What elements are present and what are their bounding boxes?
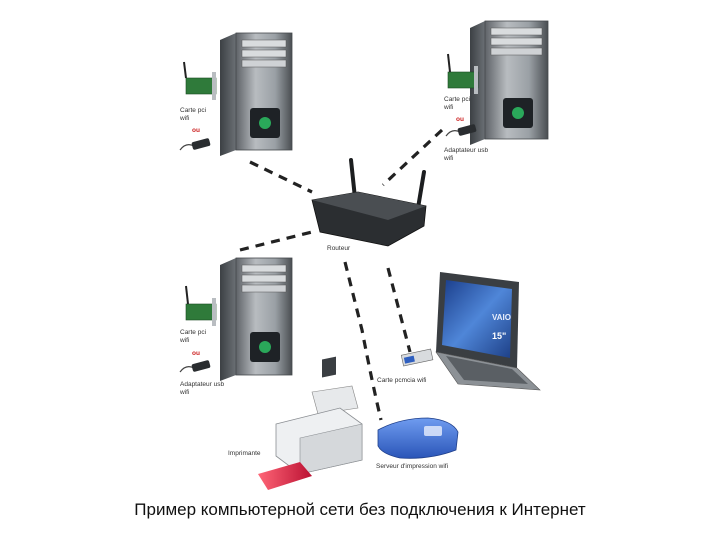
pci-card-label-2: wifi <box>443 104 453 111</box>
pci-bracket <box>474 66 478 94</box>
usb-adapter-label-2: wifi <box>443 155 453 162</box>
drive-bay <box>241 39 287 48</box>
tower-side <box>220 33 236 156</box>
router-label: Routeur <box>327 245 351 252</box>
wireless-links <box>239 128 444 421</box>
router-top <box>312 192 426 220</box>
figure-caption: Пример компьютерной сети без подключения… <box>134 500 586 519</box>
power-led <box>259 341 271 353</box>
pci-card-label: Carte pci <box>444 96 470 103</box>
usb-adapter <box>445 124 477 137</box>
usb-adapter <box>179 360 211 373</box>
laptop-keyboard <box>446 356 528 384</box>
antenna <box>185 285 189 305</box>
link-topright-router <box>381 128 444 187</box>
pci-card-label: Carte pci <box>180 329 206 336</box>
laptop-brand: VAIO <box>492 313 511 322</box>
laptop-screen <box>442 280 512 358</box>
power-led <box>512 107 524 119</box>
router: Routeur <box>311 158 427 252</box>
drive-bay <box>490 37 543 46</box>
pcmcia-card-label: Carte pcmcia wifi <box>377 377 426 384</box>
drive-bay <box>241 49 287 58</box>
link-router-laptop <box>386 267 412 353</box>
link-midleft-router <box>239 230 313 252</box>
or-label: ou <box>456 116 464 123</box>
drive-bay <box>241 264 287 273</box>
antenna <box>349 158 357 200</box>
pc-top-right: Carte pci wifi ou Adaptateur usb wifi <box>443 20 549 162</box>
laptop-screen-size: 15" <box>492 331 506 341</box>
pci-card-label: Carte pci <box>180 107 206 114</box>
pci-card <box>447 71 479 89</box>
usb-adapter-label: Adaptateur usb <box>180 381 224 388</box>
antenna <box>416 170 426 210</box>
printer: Imprimante <box>228 356 363 490</box>
printed-paper <box>258 462 312 490</box>
drive-bay <box>490 47 543 56</box>
or-label: ou <box>192 350 200 357</box>
tower-side <box>220 258 236 381</box>
printer-panel <box>322 356 336 378</box>
usb-adapter-label: Adaptateur usb <box>444 147 488 154</box>
pci-card-label-2: wifi <box>179 115 189 122</box>
pci-card-label-2: wifi <box>179 337 189 344</box>
antenna <box>447 53 451 73</box>
usb-adapter-label-2: wifi <box>179 389 189 396</box>
pcmcia-card <box>400 348 434 367</box>
paper-tray-top <box>311 385 359 415</box>
pci-bracket <box>212 72 216 100</box>
power-led <box>259 117 271 129</box>
printer-label: Imprimante <box>228 450 261 457</box>
link-topleft-router <box>249 160 313 194</box>
print-server-body <box>377 417 459 459</box>
or-label: ou <box>192 127 200 134</box>
drive-bay <box>490 27 543 36</box>
drive-bay <box>241 274 287 283</box>
pci-card <box>185 303 217 321</box>
pci-bracket <box>212 298 216 326</box>
drive-bay <box>241 59 287 68</box>
usb-adapter <box>179 138 211 151</box>
link-router-printserver <box>343 261 383 421</box>
antenna <box>183 61 187 79</box>
pc-mid-left: Carte pci wifi ou Adaptateur usb wifi <box>179 257 293 396</box>
print-server-display <box>424 426 442 436</box>
drive-bay <box>241 284 287 293</box>
print-server-label: Serveur d'impression wifi <box>376 463 448 470</box>
pc-top-left: Carte pci wifi ou <box>179 32 293 156</box>
pci-card <box>185 77 217 95</box>
laptop: VAIO 15" Carte pcmcia wifi <box>377 272 541 391</box>
print-server: Serveur d'impression wifi <box>376 417 459 470</box>
